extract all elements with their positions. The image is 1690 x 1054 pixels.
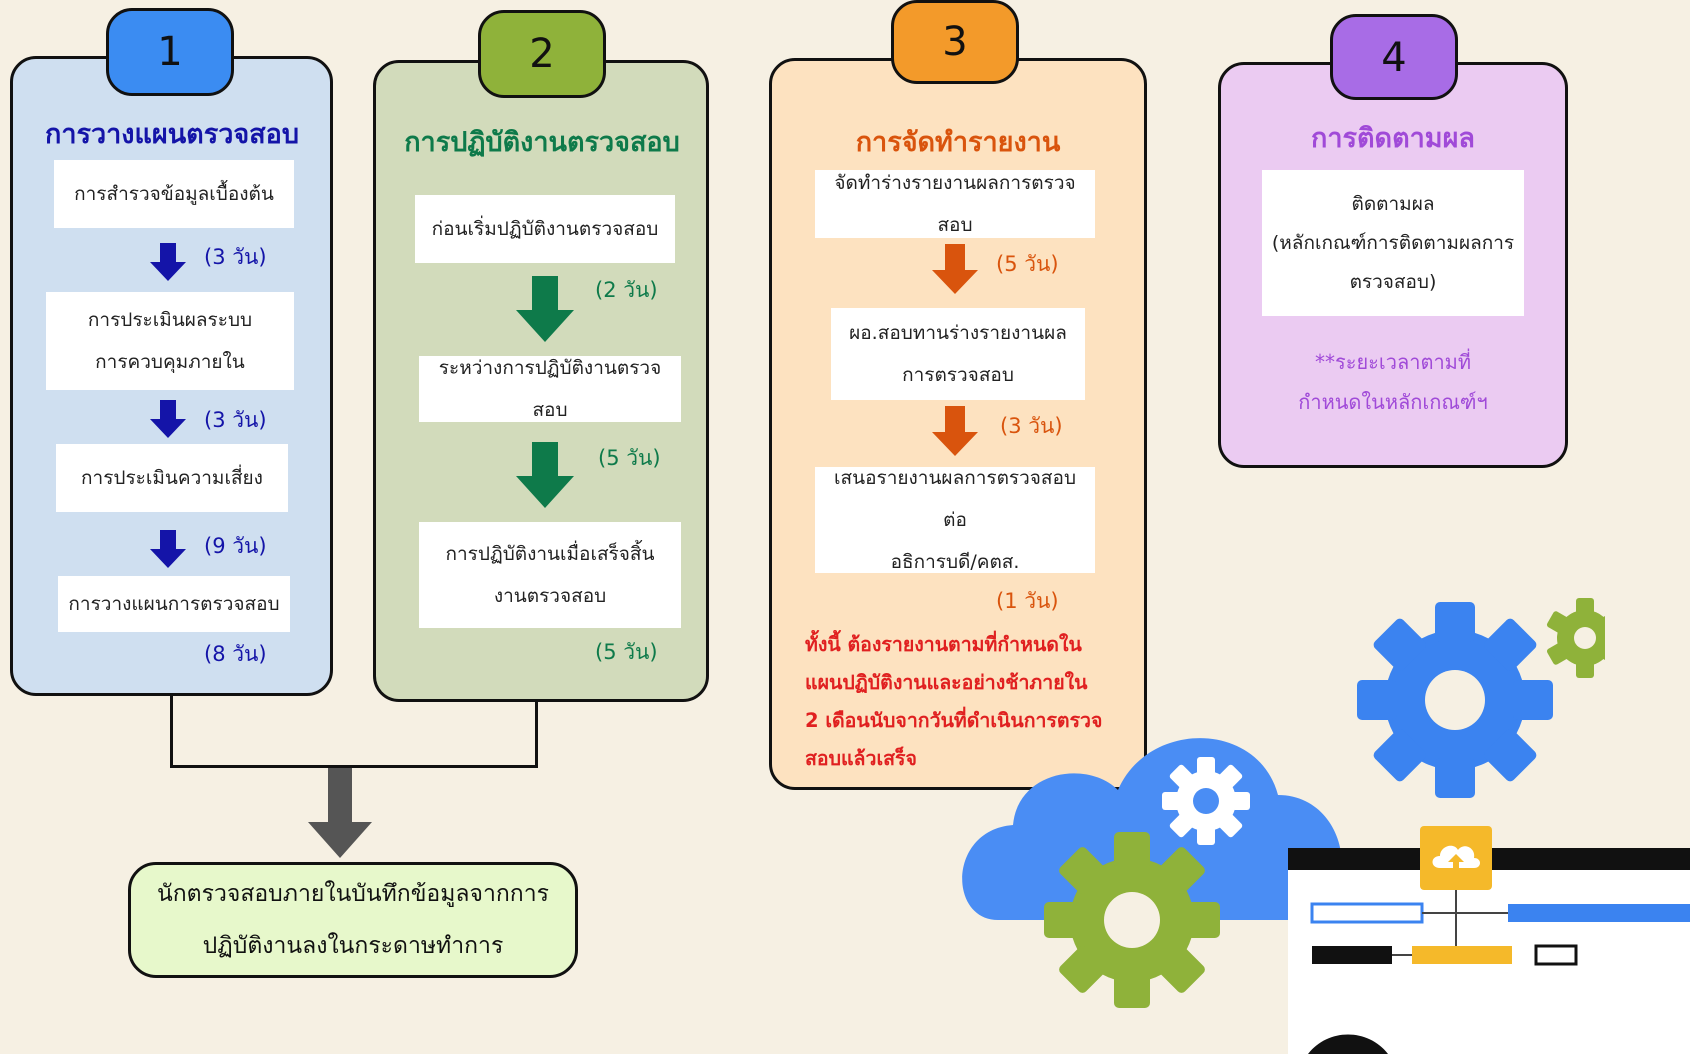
result-box: นักตรวจสอบภายในบันทึกข้อมูลจากการ ปฏิบัต… [128,862,578,978]
green-gear-icon [1044,832,1220,1008]
step1-duration-2: (3 วัน) [204,408,267,432]
step1-title: การวางแผนตรวจสอบ [44,119,300,150]
upload-icon [1420,826,1492,890]
step4-item-1: ติดตามผล (หลักเกณฑ์การติดตามผลการ ตรวจสอ… [1262,170,1524,316]
step3-duration-1: (5 วัน) [996,252,1059,276]
arrow-down-icon [516,442,574,508]
arrow-down-icon [932,244,978,294]
step3-duration-3: (1 วัน) [996,589,1059,613]
connector-line [170,696,173,768]
step3-item-2: ผอ.สอบทานร่างรายงานผล การตรวจสอบ [831,308,1085,400]
connector-line [170,765,538,768]
step1-item-1: การสำรวจข้อมูลเบื้องต้น [54,160,294,228]
step2-duration-2: (5 วัน) [598,446,661,470]
step3-item-1: จัดทำร่างรายงานผลการตรวจสอบ [815,170,1095,238]
arrow-down-icon [150,243,186,281]
step3-note: ทั้งนี้ ต้องรายงานตามที่กำหนดใน แผนปฏิบั… [805,633,1103,770]
step4-number-tab: 4 [1330,14,1458,100]
step1-item-2: การประเมินผลระบบ การควบคุมภายใน [46,292,294,390]
step1-duration-1: (3 วัน) [204,245,267,269]
step1-duration-3: (9 วัน) [204,534,267,558]
step3-number-tab: 3 [891,0,1019,84]
arrow-down-icon [516,276,574,342]
step2-duration-1: (2 วัน) [595,278,658,302]
step1-item-3: การประเมินความเสี่ยง [56,444,288,512]
arrow-down-icon [150,400,186,438]
step1-number-tab: 1 [106,8,234,96]
step2-item-3: การปฏิบัติงานเมื่อเสร็จสิ้น งานตรวจสอบ [419,522,681,628]
white-gear-icon [1162,757,1250,845]
arrow-down-icon [932,406,978,456]
step3-duration-2: (3 วัน) [1000,414,1063,438]
connector-line [535,702,538,768]
step3-title: การจัดทำรายงาน [855,127,1061,158]
step2-title: การปฏิบัติงานตรวจสอบ [404,127,680,158]
step2-item-2: ระหว่างการปฏิบัติงานตรวจสอบ [419,356,681,422]
step3-item-3: เสนอรายงานผลการตรวจสอบต่อ อธิการบดี/คตส. [815,467,1095,573]
step4-note: **ระยะเวลาตามที่ กำหนดในหลักเกณฑ์ฯ [1298,350,1488,414]
step4-title: การติดตามผล [1311,123,1475,154]
green-gear-icon [1546,598,1605,678]
step2-number-tab: 2 [478,10,606,98]
step1-item-4: การวางแผนการตรวจสอบ [58,576,290,632]
arrow-down-icon [308,768,372,858]
arrow-down-icon [150,530,186,568]
step2-duration-3: (5 วัน) [595,640,658,664]
cloud-icon [962,738,1342,920]
step2-item-1: ก่อนเริ่มปฏิบัติงานตรวจสอบ [415,195,675,263]
step1-duration-4: (8 วัน) [204,642,267,666]
blue-gear-icon [1357,602,1553,798]
